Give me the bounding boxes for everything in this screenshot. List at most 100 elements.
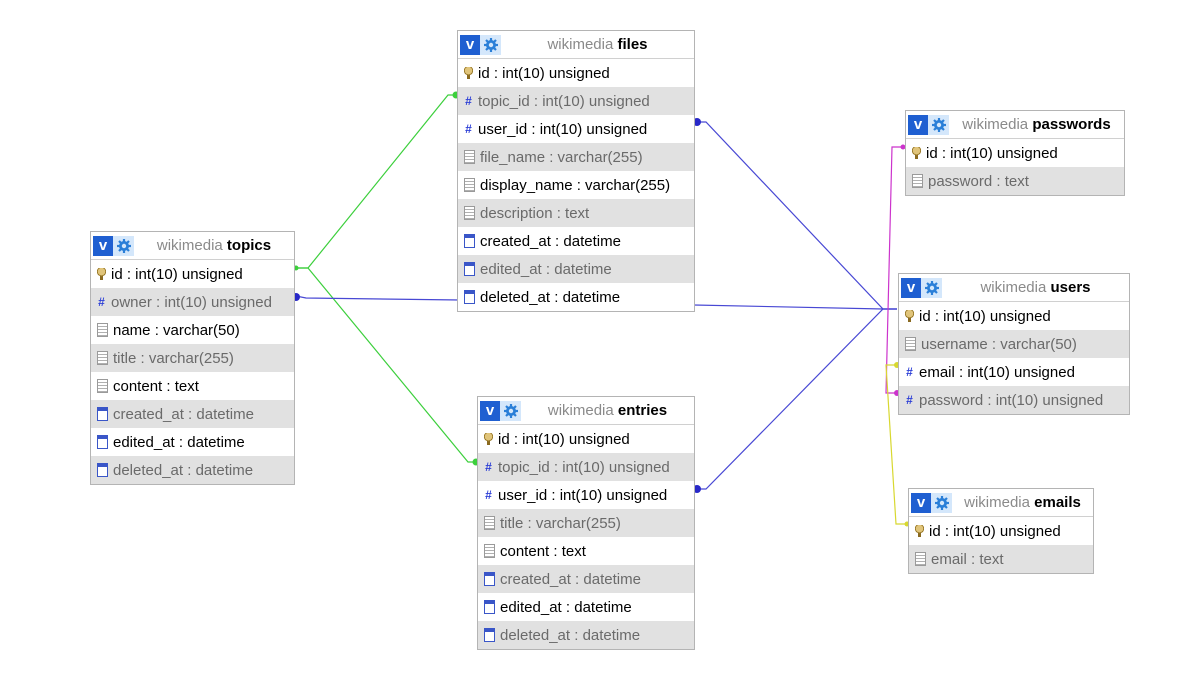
database-name: wikimedia (964, 494, 1030, 511)
relation-topics-entries (296, 267, 476, 463)
column-row[interactable]: #owner : int(10) unsigned (91, 288, 294, 316)
table-title: wikimedia emails (952, 494, 1093, 511)
calendar-icon (484, 572, 495, 586)
column-row[interactable]: content : text (91, 372, 294, 400)
database-name: wikimedia (962, 116, 1029, 133)
v-toggle-icon[interactable]: v (901, 277, 921, 298)
relation-topics-files (296, 94, 456, 269)
gear-icon[interactable] (500, 400, 521, 421)
column-row[interactable]: #topic_id : int(10) unsigned (478, 453, 694, 481)
table-header[interactable]: v wikimedia emails (909, 489, 1093, 517)
column-row[interactable]: deleted_at : datetime (91, 456, 294, 484)
column-row[interactable]: password : text (906, 167, 1124, 195)
column-row[interactable]: title : varchar(255) (91, 344, 294, 372)
column-row[interactable]: edited_at : datetime (91, 428, 294, 456)
column-row[interactable]: created_at : datetime (478, 565, 694, 593)
gear-icon[interactable] (931, 492, 952, 513)
column-row[interactable]: #topic_id : int(10) unsigned (458, 87, 694, 115)
relation-users-emails (885, 364, 908, 525)
table-header[interactable]: v wikimedia topics (91, 232, 294, 260)
v-toggle-icon[interactable]: v (480, 400, 500, 421)
relation-entries-users (698, 308, 897, 490)
column-row[interactable]: #user_id : int(10) unsigned (458, 115, 694, 143)
column-label: username : varchar(50) (921, 335, 1077, 353)
column-label: deleted_at : datetime (113, 461, 254, 479)
column-label: display_name : varchar(255) (480, 176, 671, 194)
column-row[interactable]: id : int(10) unsigned (909, 517, 1093, 545)
column-row[interactable]: email : text (909, 545, 1093, 573)
column-label: content : text (500, 542, 586, 560)
column-label: topic_id : int(10) unsigned (498, 458, 670, 476)
column-row[interactable]: edited_at : datetime (458, 255, 694, 283)
v-toggle-icon[interactable]: v (911, 492, 931, 513)
table-header[interactable]: v wikimedia passwords (906, 111, 1124, 139)
table-topics[interactable]: v wikimedia topics id : int(10) unsigned#o… (90, 231, 295, 485)
text-field-icon (97, 379, 108, 393)
column-row[interactable]: name : varchar(50) (91, 316, 294, 344)
calendar-icon (484, 628, 495, 642)
column-label: email : text (931, 550, 1004, 568)
gear-icon[interactable] (480, 34, 501, 55)
table-passwords[interactable]: v wikimedia passwords id : int(10) unsigne… (905, 110, 1125, 196)
v-toggle-icon[interactable]: v (93, 235, 113, 256)
column-row[interactable]: created_at : datetime (91, 400, 294, 428)
table-name: topics (226, 237, 272, 254)
column-label: id : int(10) unsigned (919, 307, 1051, 325)
column-label: topic_id : int(10) unsigned (478, 92, 650, 110)
table-title: wikimedia topics (134, 237, 294, 254)
table-header[interactable]: v wikimedia users (899, 274, 1129, 302)
column-label: edited_at : datetime (500, 598, 632, 616)
column-row[interactable]: #user_id : int(10) unsigned (478, 481, 694, 509)
relation-files-users (698, 121, 897, 310)
connector-dot (693, 118, 701, 126)
column-row[interactable]: edited_at : datetime (478, 593, 694, 621)
column-label: created_at : datetime (113, 405, 254, 423)
column-row[interactable]: username : varchar(50) (899, 330, 1129, 358)
column-row[interactable]: id : int(10) unsigned (458, 59, 694, 87)
table-emails[interactable]: v wikimedia emails id : int(10) unsigned em… (908, 488, 1094, 574)
column-row[interactable]: file_name : varchar(255) (458, 143, 694, 171)
calendar-icon (464, 234, 475, 248)
column-row[interactable]: id : int(10) unsigned (91, 260, 294, 288)
table-title: wikimedia passwords (949, 116, 1124, 133)
column-label: created_at : datetime (480, 232, 621, 250)
column-row[interactable]: id : int(10) unsigned (478, 425, 694, 453)
column-label: edited_at : datetime (113, 433, 245, 451)
column-row[interactable]: display_name : varchar(255) (458, 171, 694, 199)
column-label: title : varchar(255) (500, 514, 621, 532)
column-row[interactable]: #email : int(10) unsigned (899, 358, 1129, 386)
column-row[interactable]: title : varchar(255) (478, 509, 694, 537)
calendar-icon (97, 463, 108, 477)
gear-icon[interactable] (113, 235, 134, 256)
table-name: emails (1034, 494, 1081, 511)
text-field-icon (464, 206, 475, 220)
table-users[interactable]: v wikimedia users id : int(10) unsigned use… (898, 273, 1130, 415)
database-name: wikimedia (980, 279, 1047, 296)
key-icon (905, 310, 914, 322)
database-name: wikimedia (547, 36, 614, 53)
column-row[interactable]: created_at : datetime (458, 227, 694, 255)
column-label: deleted_at : datetime (500, 626, 641, 644)
text-field-icon (912, 174, 923, 188)
gear-icon[interactable] (928, 114, 949, 135)
v-toggle-icon[interactable]: v (460, 34, 480, 55)
gear-icon[interactable] (921, 277, 942, 298)
column-row[interactable]: id : int(10) unsigned (906, 139, 1124, 167)
v-toggle-icon[interactable]: v (908, 114, 928, 135)
column-row[interactable]: deleted_at : datetime (478, 621, 694, 649)
column-label: file_name : varchar(255) (480, 148, 643, 166)
text-field-icon (915, 552, 926, 566)
column-row[interactable]: description : text (458, 199, 694, 227)
column-row[interactable]: content : text (478, 537, 694, 565)
table-title: wikimedia users (942, 279, 1129, 296)
column-row[interactable]: #password : int(10) unsigned (899, 386, 1129, 414)
text-field-icon (905, 337, 916, 351)
column-row[interactable]: deleted_at : datetime (458, 283, 694, 311)
column-row[interactable]: id : int(10) unsigned (899, 302, 1129, 330)
hash-icon: # (98, 295, 105, 309)
column-label: user_id : int(10) unsigned (478, 120, 648, 138)
